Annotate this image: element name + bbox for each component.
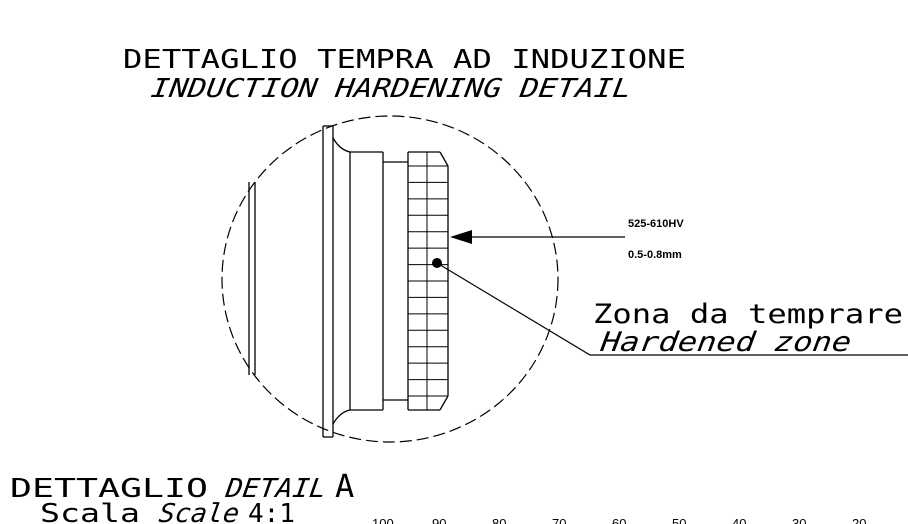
zone-label-english: Hardened zone — [598, 327, 854, 358]
detail-prefix: DETTAGLIO — [10, 474, 208, 504]
scale-english: Scale — [157, 499, 241, 524]
depth-value: 0.5-0.8mm — [628, 249, 682, 261]
ruler-tick-label: 20 — [852, 516, 866, 524]
detail-english: DETAIL — [223, 474, 328, 504]
shaft-profile — [248, 125, 449, 438]
zone-label-italian: Zona da temprare — [593, 299, 903, 330]
title-italian: DETTAGLIO TEMPRA AD INDUZIONE — [123, 45, 686, 75]
ruler-tick-label: 60 — [612, 516, 626, 524]
ruler-scale: 100 90 80 70 60 50 40 30 20 — [372, 516, 866, 524]
ruler-tick-label: 80 — [492, 516, 506, 524]
ruler-tick-label: 30 — [792, 516, 806, 524]
ruler-tick-label: 50 — [672, 516, 686, 524]
scale-value: 4:1 — [248, 499, 295, 524]
zone-leader — [436, 262, 908, 356]
hardness-value: 525-610HV — [628, 218, 684, 230]
ruler-tick-label: 40 — [732, 516, 746, 524]
callout-arrowhead — [450, 230, 472, 244]
ruler-tick-label: 100 — [372, 516, 394, 524]
detail-letter: A — [335, 467, 354, 505]
title-english: INDUCTION HARDENING DETAIL — [149, 74, 633, 104]
ruler-tick-label: 70 — [552, 516, 566, 524]
detail-circle — [221, 115, 559, 443]
scale-italian: Scala — [40, 499, 140, 524]
ruler-tick-label: 90 — [432, 516, 446, 524]
hardened-zone-hatch — [408, 152, 448, 410]
